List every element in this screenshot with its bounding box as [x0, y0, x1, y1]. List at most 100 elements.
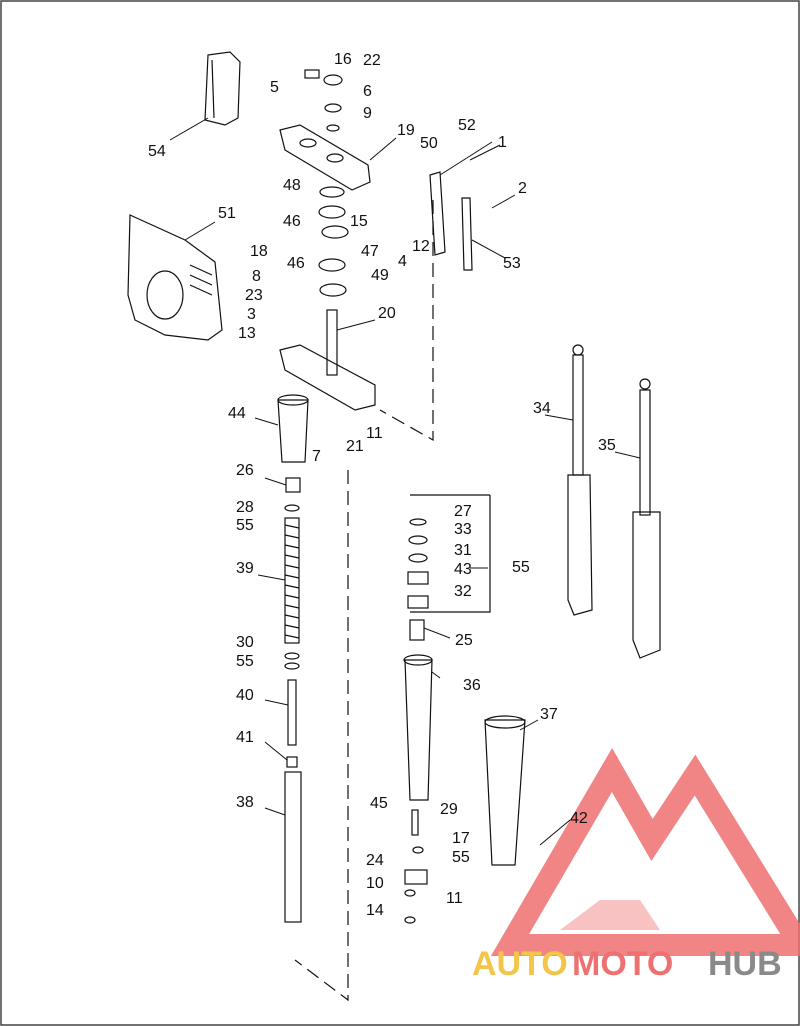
- part-52-plate: [429, 171, 446, 256]
- part-27-retaining-ring: [409, 518, 427, 526]
- part-20-steering-stem: [326, 309, 338, 376]
- callout-label: 55: [236, 653, 254, 670]
- callout-label: 4: [398, 253, 407, 270]
- part-39-spring: [284, 517, 300, 644]
- callout-label: 45: [370, 795, 388, 812]
- part-49-race: [319, 283, 347, 297]
- callout-label: 55: [452, 849, 470, 866]
- callout-label: 39: [236, 560, 254, 577]
- callout-label: 27: [454, 503, 472, 520]
- callout-label: 19: [397, 122, 415, 139]
- callout-label: 14: [366, 902, 384, 919]
- callout-label: 32: [454, 583, 472, 600]
- callout-label: 31: [454, 542, 472, 559]
- callout-label: 43: [454, 561, 472, 578]
- callout-label: 51: [218, 205, 236, 222]
- part-24-cap: [404, 869, 428, 885]
- part-26-cap-bolt: [285, 477, 301, 493]
- part-16-plug: [304, 69, 320, 79]
- callout-label: 41: [236, 729, 254, 746]
- callout-label: 21: [346, 438, 364, 455]
- callout-label: 40: [236, 687, 254, 704]
- callout-label: 16: [334, 51, 352, 68]
- callout-label: 22: [363, 52, 381, 69]
- callout-label: 23: [245, 287, 263, 304]
- part-32-bushing: [407, 595, 429, 609]
- callout-label: 3: [247, 306, 256, 323]
- part-lower-clamp: [279, 344, 376, 411]
- part-48-seal: [319, 186, 345, 198]
- part-25-oil-lock: [409, 619, 425, 641]
- part-22-cap: [323, 74, 343, 86]
- watermark-moto: MOTO: [572, 945, 673, 983]
- part-47-race: [321, 225, 349, 239]
- callout-label: 46: [283, 213, 301, 230]
- part-45-stud: [411, 809, 419, 836]
- part-36-slider: [404, 659, 433, 801]
- part-44-cover: [277, 399, 309, 463]
- callout-label: 46: [287, 255, 305, 272]
- part-53-plate: [461, 197, 473, 271]
- callout-label: 26: [236, 462, 254, 479]
- part-37-slider: [484, 719, 526, 866]
- callout-label: 44: [228, 405, 246, 422]
- callout-label: 11: [446, 890, 463, 907]
- part-28-oring: [284, 504, 300, 512]
- callout-label: 9: [363, 105, 372, 122]
- callout-label: 28: [236, 499, 254, 516]
- callout-label: 37: [540, 706, 558, 723]
- callout-label: 18: [250, 243, 268, 260]
- part-46-bearing-upper: [318, 205, 346, 219]
- callout-label: 35: [598, 437, 616, 454]
- callout-label: 2: [518, 180, 527, 197]
- callout-label: 38: [236, 794, 254, 811]
- callout-label: 10: [366, 875, 384, 892]
- callout-label: 1: [498, 134, 507, 151]
- watermark-logo: [490, 747, 800, 956]
- callout-label: 48: [283, 177, 301, 194]
- callout-label: 8: [252, 268, 261, 285]
- callout-label: 55: [512, 559, 530, 576]
- part-31-washer: [408, 553, 428, 563]
- callout-label: 6: [363, 83, 372, 100]
- part-41-rebound-spring: [286, 756, 298, 768]
- part-drawings: [127, 51, 661, 1002]
- callout-label: 12: [412, 238, 430, 255]
- callout-label: 47: [361, 243, 379, 260]
- part-43-bushing: [407, 571, 429, 585]
- part-51-nacelle: [127, 214, 223, 341]
- callout-label: 49: [371, 267, 389, 284]
- callout-label: 33: [454, 521, 472, 538]
- leader-lines: [169, 117, 641, 846]
- part-9-washer: [326, 124, 340, 132]
- callout-label: 29: [440, 801, 458, 818]
- part-19-top-clamp: [279, 124, 371, 191]
- callout-labels: 16 22 5 6 9 19 50 52 1 2 54 15 12 4 53 4…: [148, 51, 616, 919]
- part-54-bracket: [204, 51, 241, 126]
- part-35-fork-assembly: [632, 378, 661, 659]
- callout-label: 5: [270, 79, 279, 96]
- callout-label: 30: [236, 634, 254, 651]
- watermark-hub: HUB: [708, 945, 782, 983]
- callout-label: 34: [533, 400, 551, 417]
- part-38-fork-tube: [284, 771, 302, 923]
- callout-label: 55: [236, 517, 254, 534]
- callout-label: 54: [148, 143, 166, 160]
- watermark-auto: AUTO: [472, 945, 568, 983]
- part-40-damper-rod: [287, 679, 297, 746]
- part-34-fork-assembly: [567, 344, 593, 616]
- callout-label: 52: [458, 117, 476, 134]
- callout-label: 17: [452, 830, 470, 847]
- callout-label: 50: [420, 135, 438, 152]
- callout-label: 11: [366, 425, 383, 442]
- callout-label: 20: [378, 305, 396, 322]
- callout-label: 7: [312, 448, 321, 465]
- part-6-nut: [324, 103, 342, 113]
- callout-label: 53: [503, 255, 521, 272]
- callout-label: 36: [463, 677, 481, 694]
- part-46-bearing-lower: [318, 258, 346, 272]
- callout-label: 25: [455, 632, 473, 649]
